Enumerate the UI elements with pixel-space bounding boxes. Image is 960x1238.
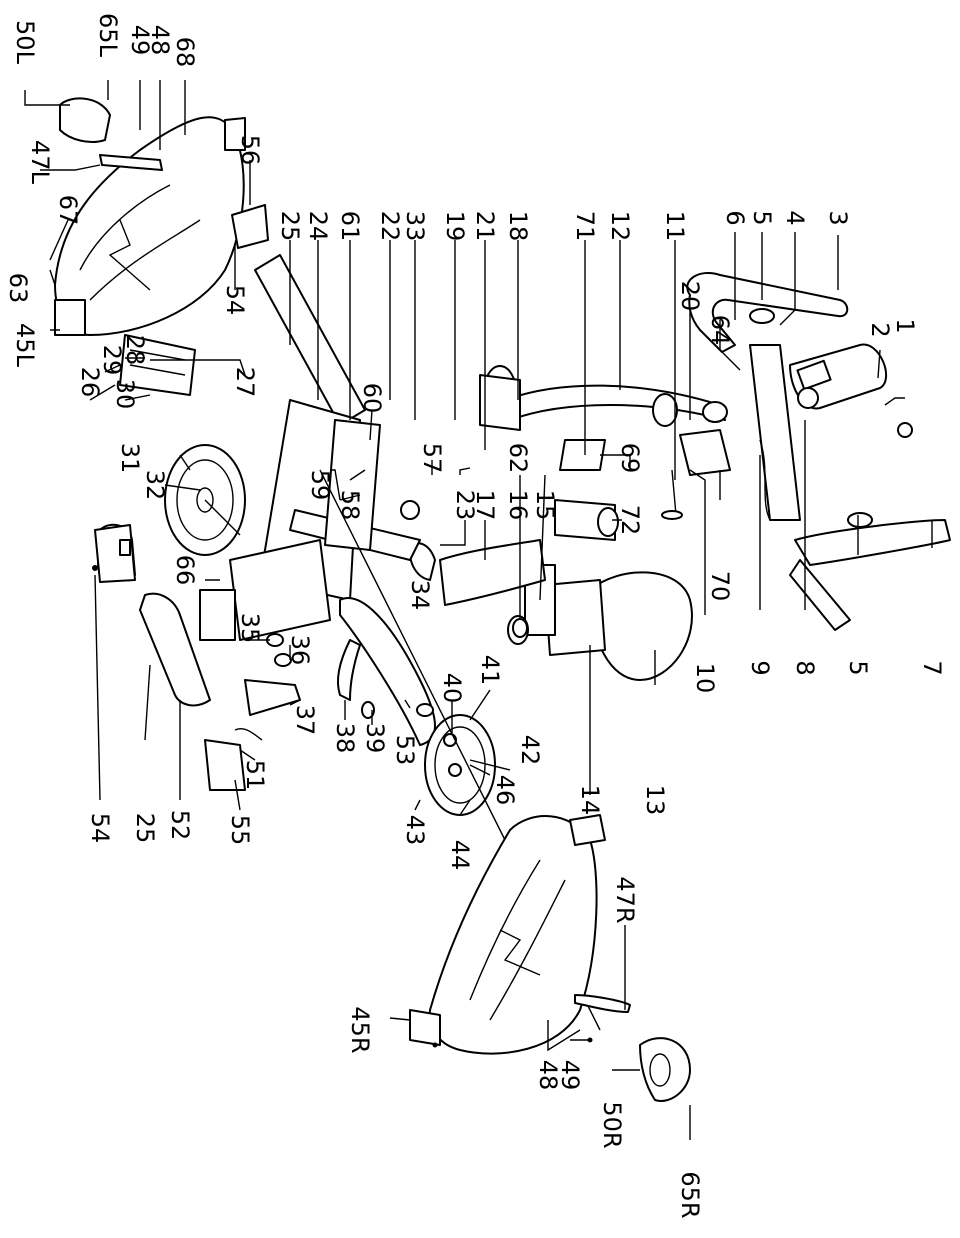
callout-1: 1 [891,318,919,334]
callout-33: 33 [401,210,429,242]
callout-47R: 47R [611,876,639,924]
callout-40: 40 [438,672,466,704]
callout-54-bottom: 54 [86,812,114,844]
callout-17: 17 [471,489,499,521]
callout-70: 70 [706,570,734,602]
callout-10: 10 [691,662,719,694]
callout-53: 53 [391,734,419,766]
callout-50R: 50R [598,1101,626,1149]
callout-49-bottom: 49 [556,1059,584,1091]
callout-20: 20 [676,280,704,312]
callout-45L: 45L [11,323,39,367]
pulley-and-belt [234,597,496,816]
callout-30: 30 [111,378,139,410]
main-frame [479,365,731,541]
callout-42: 42 [516,734,544,766]
callout-22: 22 [376,210,404,242]
callout-50L: 50L [11,20,39,64]
callout-2: 2 [866,322,894,338]
callout-13: 13 [641,784,669,816]
callout-55: 55 [226,814,254,846]
callout-25-bottom: 25 [131,812,159,844]
callout-56: 56 [236,134,264,166]
callout-32: 32 [141,469,169,501]
callout-27: 27 [231,366,259,398]
callout-16: 16 [504,489,532,521]
callout-64: 64 [706,314,734,346]
callout-14: 14 [576,784,604,816]
callout-44: 44 [446,839,474,871]
callout-69: 69 [616,442,644,474]
callout-41: 41 [476,654,504,686]
flywheel [164,444,246,556]
callout-26: 26 [76,366,104,398]
callout-15: 15 [531,489,559,521]
right-shroud [409,814,691,1102]
callout-5-top: 5 [748,210,776,226]
callout-4: 4 [781,210,809,226]
callout-8: 8 [791,660,819,676]
callout-58: 58 [336,489,364,521]
callout-71: 71 [571,210,599,242]
callout-52: 52 [166,809,194,841]
callout-49-top: 49 [126,24,154,56]
callout-12: 12 [606,210,634,242]
callout-54-top: 54 [221,284,249,316]
left-shroud [54,97,269,336]
callout-57: 57 [418,442,446,474]
callout-67: 67 [54,194,82,226]
seat-assembly [408,539,693,681]
callout-36: 36 [286,634,314,666]
callout-65R: 65R [676,1171,704,1219]
callout-34: 34 [406,579,434,611]
callout-28: 28 [121,334,149,366]
callout-43: 43 [401,814,429,846]
callout-9: 9 [746,660,774,676]
callout-63: 63 [4,272,32,304]
callout-6: 6 [721,210,749,226]
callout-24: 24 [304,210,332,242]
callout-66: 66 [171,554,199,586]
callout-38: 38 [331,722,359,754]
callout-46: 46 [491,774,519,806]
callout-31: 31 [116,442,144,474]
callout-68: 68 [171,36,199,68]
callout-18: 18 [504,210,532,242]
callout-37: 37 [291,704,319,736]
callout-3: 3 [824,210,852,226]
callout-47L: 47L [26,140,54,184]
callout-21: 21 [471,210,499,242]
callout-60: 60 [358,382,386,414]
callout-59: 59 [306,469,334,501]
callout-19: 19 [441,210,469,242]
callout-7: 7 [918,660,946,676]
callout-72: 72 [616,504,644,536]
callout-62: 62 [504,442,532,474]
leader-lines [24,80,933,1140]
callout-11: 11 [661,210,689,242]
callout-51: 51 [241,759,269,791]
callout-35: 35 [236,612,264,644]
hardware [92,334,593,1048]
callout-65L: 65L [94,13,122,57]
callout-39: 39 [361,722,389,754]
callout-5-bottom: 5 [844,660,872,676]
callout-45R: 45R [346,1006,374,1054]
callout-25-top: 25 [276,210,304,242]
callout-61: 61 [336,210,364,242]
